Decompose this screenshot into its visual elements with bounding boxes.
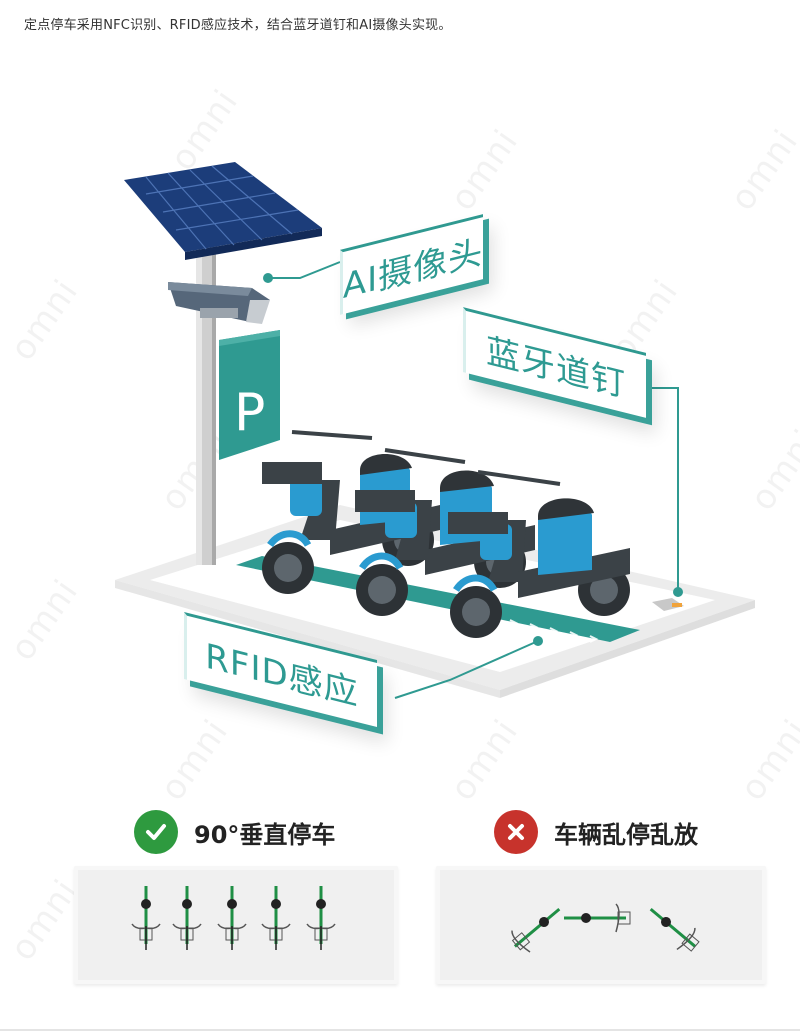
panel-correct-parking xyxy=(74,866,398,984)
legend-wrong: 车辆乱停乱放 xyxy=(494,810,698,854)
rfid-lane xyxy=(236,556,640,643)
bluetooth-stud-device xyxy=(652,598,684,611)
svg-text:P: P xyxy=(234,383,265,443)
legend-wrong-label: 车辆乱停乱放 xyxy=(554,820,698,849)
aligned-scooters-topview xyxy=(131,886,336,950)
panel-wrong-parking xyxy=(436,866,766,984)
scooter-3 xyxy=(448,470,630,638)
parking-scene-illustration: P xyxy=(115,162,755,699)
legend-correct-label: 90°垂直停车 xyxy=(194,820,336,849)
scooters xyxy=(262,430,630,638)
parking-sign: P xyxy=(219,330,280,460)
solar-panel xyxy=(124,162,322,260)
intro-text: 定点停车采用NFC识别、RFID感应技术，结合蓝牙道钉和AI摄像头实现。 xyxy=(24,18,452,33)
cross-icon xyxy=(494,810,538,854)
check-icon xyxy=(134,810,178,854)
messy-scooters-topview xyxy=(511,903,700,953)
legend-correct: 90°垂直停车 xyxy=(134,810,335,854)
topview-scooter xyxy=(131,886,336,950)
connector-lines xyxy=(268,261,679,699)
ai-camera xyxy=(168,282,270,324)
bottom-divider xyxy=(0,1029,800,1031)
